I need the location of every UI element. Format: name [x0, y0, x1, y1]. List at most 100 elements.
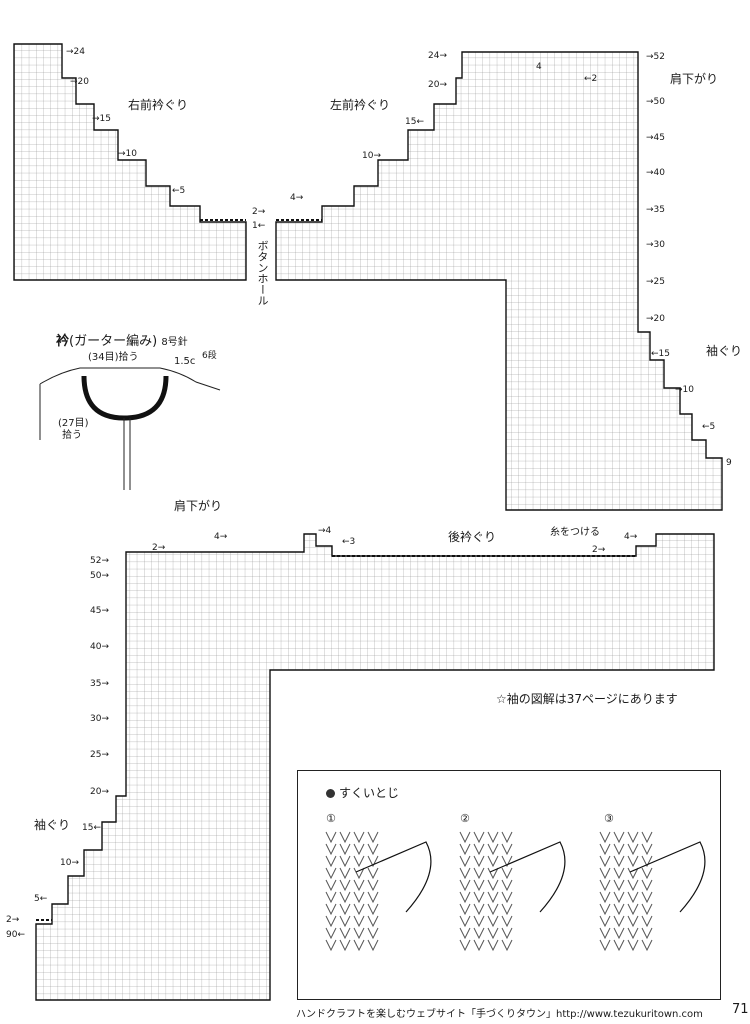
- lf-row-15: 15←: [405, 117, 424, 127]
- knit-stitch: [339, 939, 351, 952]
- lf-row-20: 20→: [428, 80, 447, 90]
- knit-stitch: [325, 843, 337, 856]
- collar-title: 衿(ガーター編み) 8号針: [56, 334, 188, 349]
- knit-stitch: [325, 927, 337, 940]
- sleeve-reference-note: ☆袖の図解は37ページにあります: [496, 692, 678, 706]
- knit-stitch: [459, 843, 471, 856]
- knit-stitch: [641, 939, 653, 952]
- knit-stitch: [459, 939, 471, 952]
- knit-stitch: [487, 867, 499, 880]
- sukui-illustration-2: [459, 831, 566, 952]
- knit-stitch: [473, 939, 485, 952]
- sukui-illustration-3: [599, 831, 706, 952]
- bk-left-50: 50→: [90, 571, 109, 581]
- knit-stitch: [501, 891, 513, 904]
- knit-stitch: [473, 891, 485, 904]
- knit-stitch: [473, 831, 485, 844]
- knit-stitch: [627, 939, 639, 952]
- knit-stitch: [641, 831, 653, 844]
- knit-stitch: [459, 903, 471, 916]
- knit-stitch: [487, 879, 499, 892]
- knit-stitch: [627, 831, 639, 844]
- knit-stitch: [613, 915, 625, 928]
- knit-stitch: [599, 891, 611, 904]
- right-front-grid: [13, 43, 247, 281]
- footer-text: ハンドクラフトを楽しむウェブサイト「手づくりタウン」http://www.tez…: [296, 1009, 703, 1020]
- knit-stitch: [339, 843, 351, 856]
- bk-left-2: 2→: [6, 915, 20, 925]
- lf-right-40: →40: [646, 168, 665, 178]
- step-3: ③: [604, 812, 614, 825]
- step-2: ②: [460, 812, 470, 825]
- armhole-right-label: 袖ぐり: [706, 344, 743, 358]
- knit-stitch: [501, 879, 513, 892]
- knit-stitch: [613, 867, 625, 880]
- knit-stitch: [599, 867, 611, 880]
- rf-row-1: 1←: [252, 221, 266, 231]
- knit-stitch: [641, 879, 653, 892]
- needle-yarn: [629, 841, 706, 913]
- knit-stitch: [487, 831, 499, 844]
- knit-stitch: [501, 867, 513, 880]
- lf-right-30: →30: [646, 240, 665, 250]
- knit-stitch: [353, 843, 365, 856]
- knit-stitch: [325, 867, 337, 880]
- bk-left-45: 45→: [90, 606, 109, 616]
- back-top-4b: →4: [318, 526, 332, 536]
- knit-stitch: [501, 903, 513, 916]
- knit-stitch: [501, 927, 513, 940]
- collar-pick-top: (34目)拾う: [88, 352, 139, 363]
- lf-right-35: →35: [646, 205, 665, 215]
- knit-stitch: [613, 879, 625, 892]
- knit-stitch: [599, 831, 611, 844]
- shoulder-top-label: 肩下がり: [670, 72, 719, 86]
- knit-stitch: [627, 855, 639, 868]
- lf-row-10: 10→: [362, 151, 381, 161]
- knit-stitch: [641, 915, 653, 928]
- knit-stitch: [325, 831, 337, 844]
- armhole-left-label: 袖ぐり: [34, 818, 71, 832]
- knit-stitch: [353, 891, 365, 904]
- knit-stitch: [487, 915, 499, 928]
- knit-stitch: [367, 843, 379, 856]
- rf-row-24: →24: [66, 47, 85, 57]
- knit-stitch: [339, 867, 351, 880]
- knit-stitch: [641, 843, 653, 856]
- button-hole-label: ボタンホール: [256, 240, 269, 306]
- lf-right-52: →52: [646, 52, 665, 62]
- knit-stitch: [641, 903, 653, 916]
- bk-left-30: 30→: [90, 714, 109, 724]
- knit-stitch: [353, 915, 365, 928]
- lf-right-45: →45: [646, 133, 665, 143]
- knit-stitch: [367, 879, 379, 892]
- knit-stitch: [459, 855, 471, 868]
- knit-stitch: [501, 915, 513, 928]
- knit-stitch: [473, 903, 485, 916]
- bullet-icon: [326, 789, 335, 798]
- bk-left-52: 52→: [90, 556, 109, 566]
- knit-stitch: [613, 843, 625, 856]
- bk-left-40: 40→: [90, 642, 109, 652]
- bk-left-90: 90←: [6, 930, 25, 940]
- knit-stitch: [367, 903, 379, 916]
- collar-rows: 6段: [202, 351, 217, 361]
- collar-size: 1.5c: [174, 356, 196, 367]
- knit-stitch: [641, 855, 653, 868]
- bk-left-20: 20→: [90, 787, 109, 797]
- knit-stitch: [459, 891, 471, 904]
- bk-left-35: 35→: [90, 679, 109, 689]
- knit-stitch: [459, 867, 471, 880]
- knit-stitch: [353, 939, 365, 952]
- knit-stitch: [353, 879, 365, 892]
- knit-stitch: [325, 879, 337, 892]
- knit-stitch: [473, 867, 485, 880]
- shoulder-back-label: 肩下がり: [174, 499, 223, 513]
- right-front-neck-label: 右前衿ぐり: [128, 98, 189, 112]
- knit-stitch: [325, 855, 337, 868]
- back-top-3: ←3: [342, 537, 356, 547]
- lf-top-4: 4: [536, 62, 542, 72]
- knit-stitch: [353, 867, 365, 880]
- knit-stitch: [627, 867, 639, 880]
- knit-stitch: [459, 927, 471, 940]
- attach-yarn-label: 糸をつける: [550, 527, 600, 538]
